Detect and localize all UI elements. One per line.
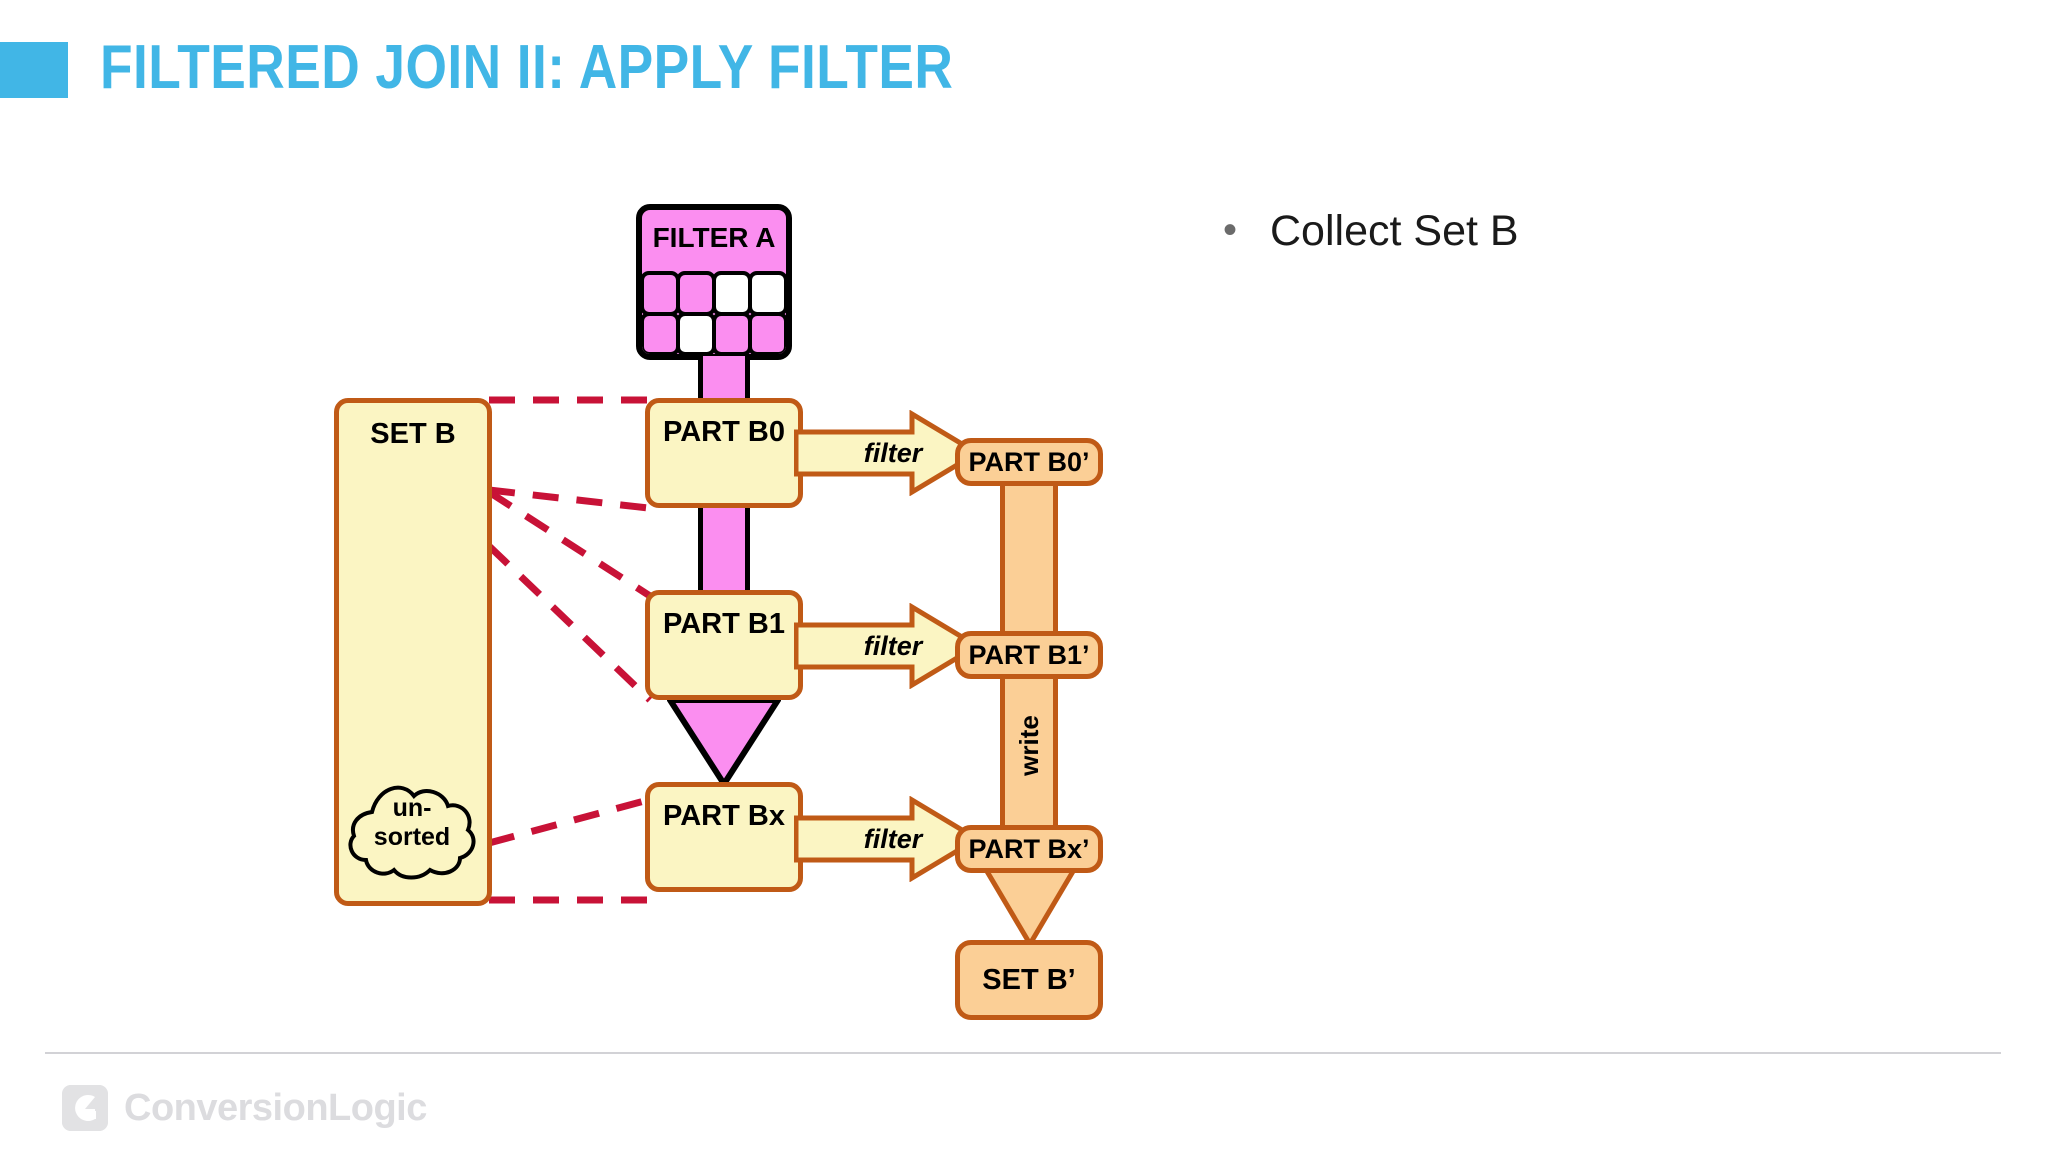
footer-logo-text: ConversionLogic bbox=[124, 1086, 427, 1129]
cloud-shape-icon bbox=[348, 785, 476, 880]
node-filter-a[interactable]: FILTER A bbox=[636, 204, 792, 360]
filter-a-bitmap-grid bbox=[642, 271, 786, 354]
node-set-b-label: SET B bbox=[370, 418, 456, 450]
filter-arrow-bx[interactable]: filter bbox=[793, 795, 982, 883]
block-arrow-icon bbox=[793, 409, 982, 497]
page-title: FILTERED JOIN II: APPLY FILTER bbox=[100, 33, 954, 102]
filter-cell bbox=[748, 311, 786, 354]
part-bx-prime-to-set-b-prime-funnel bbox=[980, 865, 1080, 949]
bullet-marker-icon: • bbox=[1223, 208, 1238, 252]
filter-cell bbox=[642, 271, 680, 316]
unsorted-cloud: un- sorted bbox=[342, 770, 482, 884]
conversion-logic-mark-icon bbox=[62, 1085, 108, 1131]
unsorted-cloud-label: un- sorted bbox=[373, 794, 451, 851]
node-part-b0-prime[interactable]: PART B0’ bbox=[955, 438, 1103, 486]
node-part-b1-prime[interactable]: PART B1’ bbox=[955, 631, 1103, 679]
block-arrow-icon bbox=[793, 602, 982, 690]
write-stream-bar bbox=[1000, 480, 1058, 830]
node-part-b0-prime-label: PART B0’ bbox=[968, 446, 1090, 477]
filter-arrow-b0[interactable]: filter bbox=[793, 409, 982, 497]
node-part-b0-label: PART B0 bbox=[663, 416, 785, 448]
filter-cell bbox=[676, 311, 716, 354]
node-part-b1-label: PART B1 bbox=[663, 608, 785, 640]
bullet-text: Collect Set B bbox=[1270, 207, 1519, 255]
node-set-b[interactable]: SET B bbox=[334, 398, 492, 906]
footer-divider bbox=[45, 1052, 2001, 1054]
title-accent-square bbox=[0, 42, 68, 98]
node-set-b-prime-label: SET B’ bbox=[982, 963, 1076, 996]
node-part-bx-prime-label: PART Bx’ bbox=[968, 833, 1090, 864]
node-part-b1[interactable]: PART B1 bbox=[645, 590, 803, 700]
node-filter-a-label: FILTER A bbox=[652, 222, 776, 253]
filter-arrow-bx-label: filter bbox=[863, 824, 923, 854]
filter-cell bbox=[712, 271, 752, 316]
part-b0-to-part-b1-connector bbox=[698, 503, 750, 595]
filter-cell bbox=[712, 311, 752, 354]
filter-cell bbox=[676, 271, 716, 316]
part-b1-to-part-bx-funnel bbox=[664, 697, 784, 790]
list-item: • Collect Set B bbox=[1215, 205, 1915, 259]
node-part-bx[interactable]: PART Bx bbox=[645, 782, 803, 892]
partition-mapping-lines bbox=[486, 396, 653, 904]
write-stream-label: write bbox=[1013, 714, 1044, 776]
filtered-join-diagram: SET B un- sorted FILTER A bbox=[334, 204, 1103, 1020]
filter-arrow-b0-label: filter bbox=[863, 438, 923, 468]
filter-arrow-b1[interactable]: filter bbox=[793, 602, 982, 690]
filter-a-to-part-b0-connector bbox=[698, 356, 750, 402]
node-set-b-prime[interactable]: SET B’ bbox=[955, 940, 1103, 1020]
node-part-bx-label: PART Bx bbox=[663, 800, 785, 832]
node-part-b0[interactable]: PART B0 bbox=[645, 398, 803, 508]
filter-arrow-b1-label: filter bbox=[863, 631, 923, 661]
node-part-b1-prime-label: PART B1’ bbox=[968, 639, 1090, 670]
footer-logo: ConversionLogic bbox=[62, 1085, 427, 1131]
bullet-list: • Collect Set B bbox=[1215, 205, 1915, 259]
node-part-bx-prime[interactable]: PART Bx’ bbox=[955, 825, 1103, 873]
filter-cell bbox=[642, 311, 680, 354]
block-arrow-icon bbox=[793, 795, 982, 883]
filter-cell bbox=[748, 271, 786, 316]
